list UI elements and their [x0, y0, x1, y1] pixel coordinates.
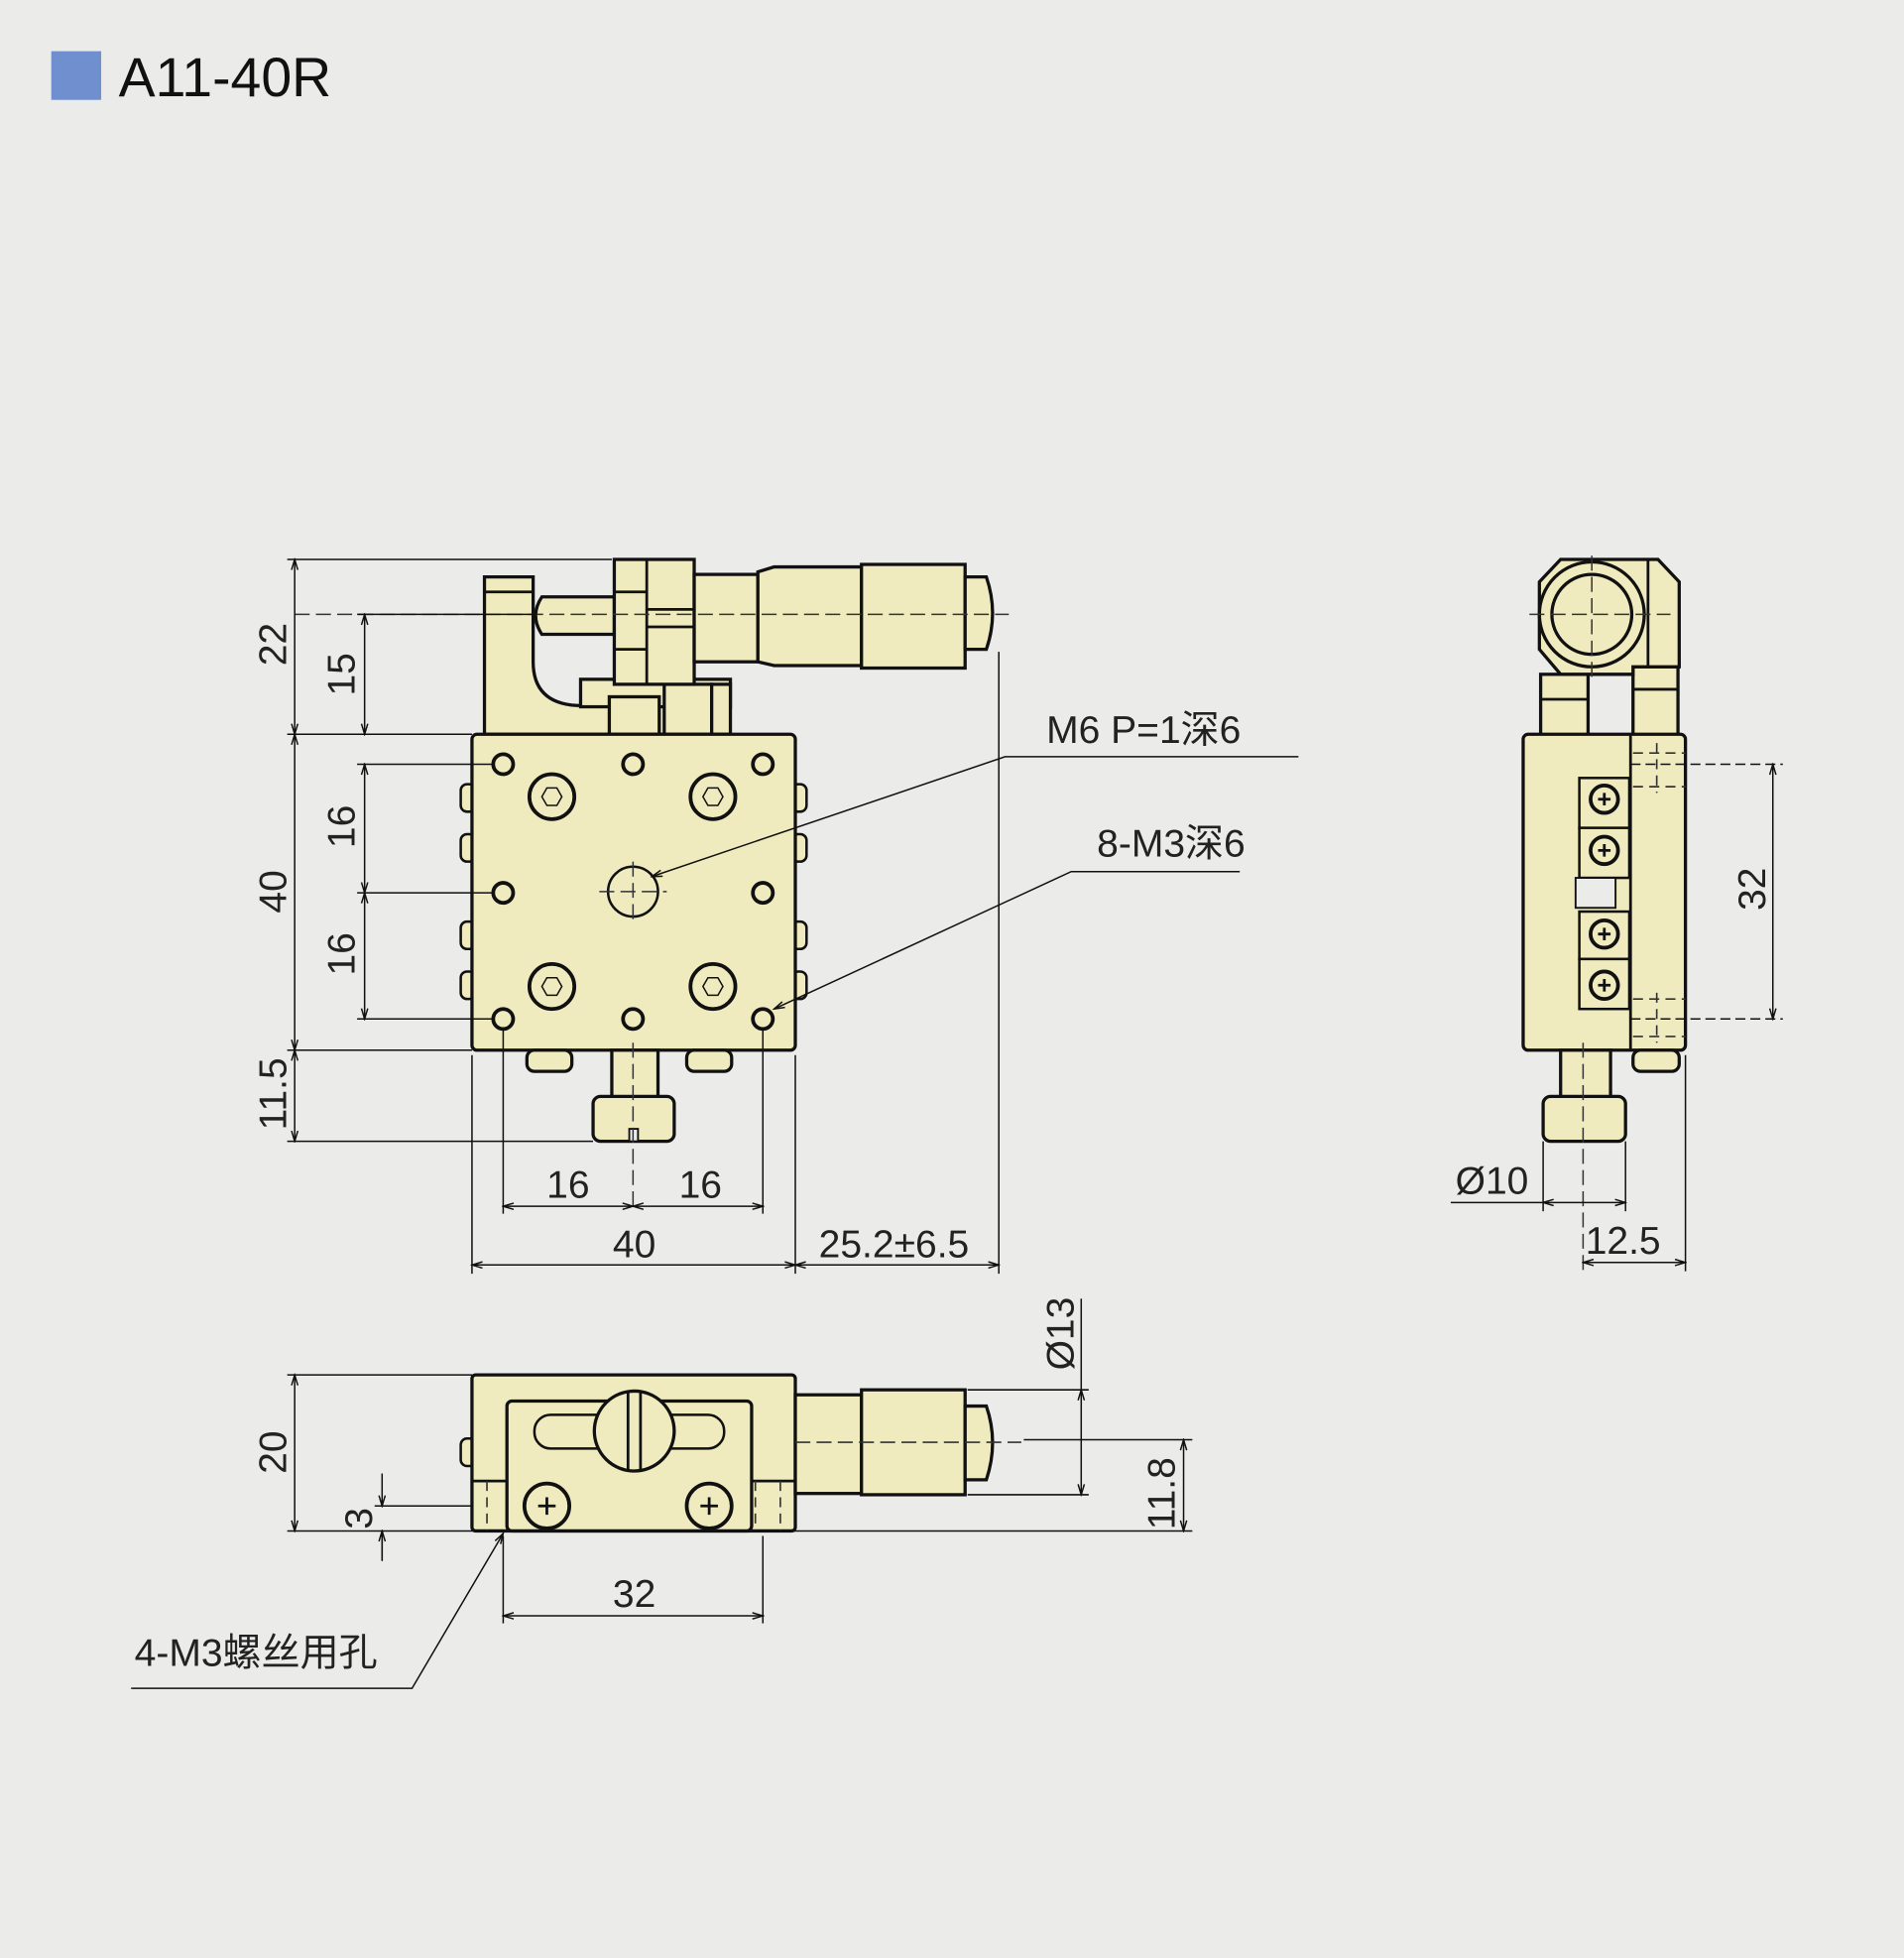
title-marker: [51, 51, 102, 100]
dim-16-vertical-upper: 16: [321, 805, 364, 848]
dim-diameter-10: Ø10: [1456, 1161, 1529, 1203]
front-view: 22 15 40 16 16 11.5 16 16 40 25.2±6.5 M6…: [252, 557, 1299, 1275]
m3-holes: [491, 752, 775, 1032]
dim-32-bottom: 32: [613, 1573, 655, 1616]
dim-22: 22: [252, 623, 295, 666]
dim-3: 3: [338, 1508, 381, 1530]
bottom-view: 20 3 Ø13 11.8 32 4-M3螺丝用孔: [131, 1297, 1193, 1689]
dim-12-5: 12.5: [1586, 1220, 1661, 1263]
side-view: 32 Ø10 12.5: [1450, 555, 1783, 1272]
dim-16-horizontal-left: 16: [546, 1163, 589, 1206]
callout-mounting-holes: 4-M3螺丝用孔: [135, 1632, 378, 1674]
callout-m6: M6 P=1深6: [1046, 709, 1241, 752]
dim-40-vertical: 40: [252, 870, 295, 913]
dim-16-vertical-lower: 16: [321, 932, 364, 975]
gib-screws: [1574, 777, 1631, 1011]
dim-40-horizontal: 40: [613, 1224, 655, 1267]
dim-15: 15: [321, 653, 364, 695]
dim-32-side: 32: [1731, 868, 1774, 911]
callout-m3: 8-M3深6: [1097, 823, 1246, 866]
page-title: A11-40R: [119, 47, 331, 108]
dim-11-8: 11.8: [1141, 1457, 1184, 1530]
cap-screws: [527, 772, 738, 1012]
dim-20: 20: [252, 1430, 295, 1473]
dim-diameter-13: Ø13: [1040, 1297, 1083, 1371]
dim-11-5: 11.5: [252, 1057, 295, 1130]
dim-travel: 25.2±6.5: [819, 1224, 970, 1267]
dim-16-horizontal-right: 16: [679, 1163, 722, 1206]
